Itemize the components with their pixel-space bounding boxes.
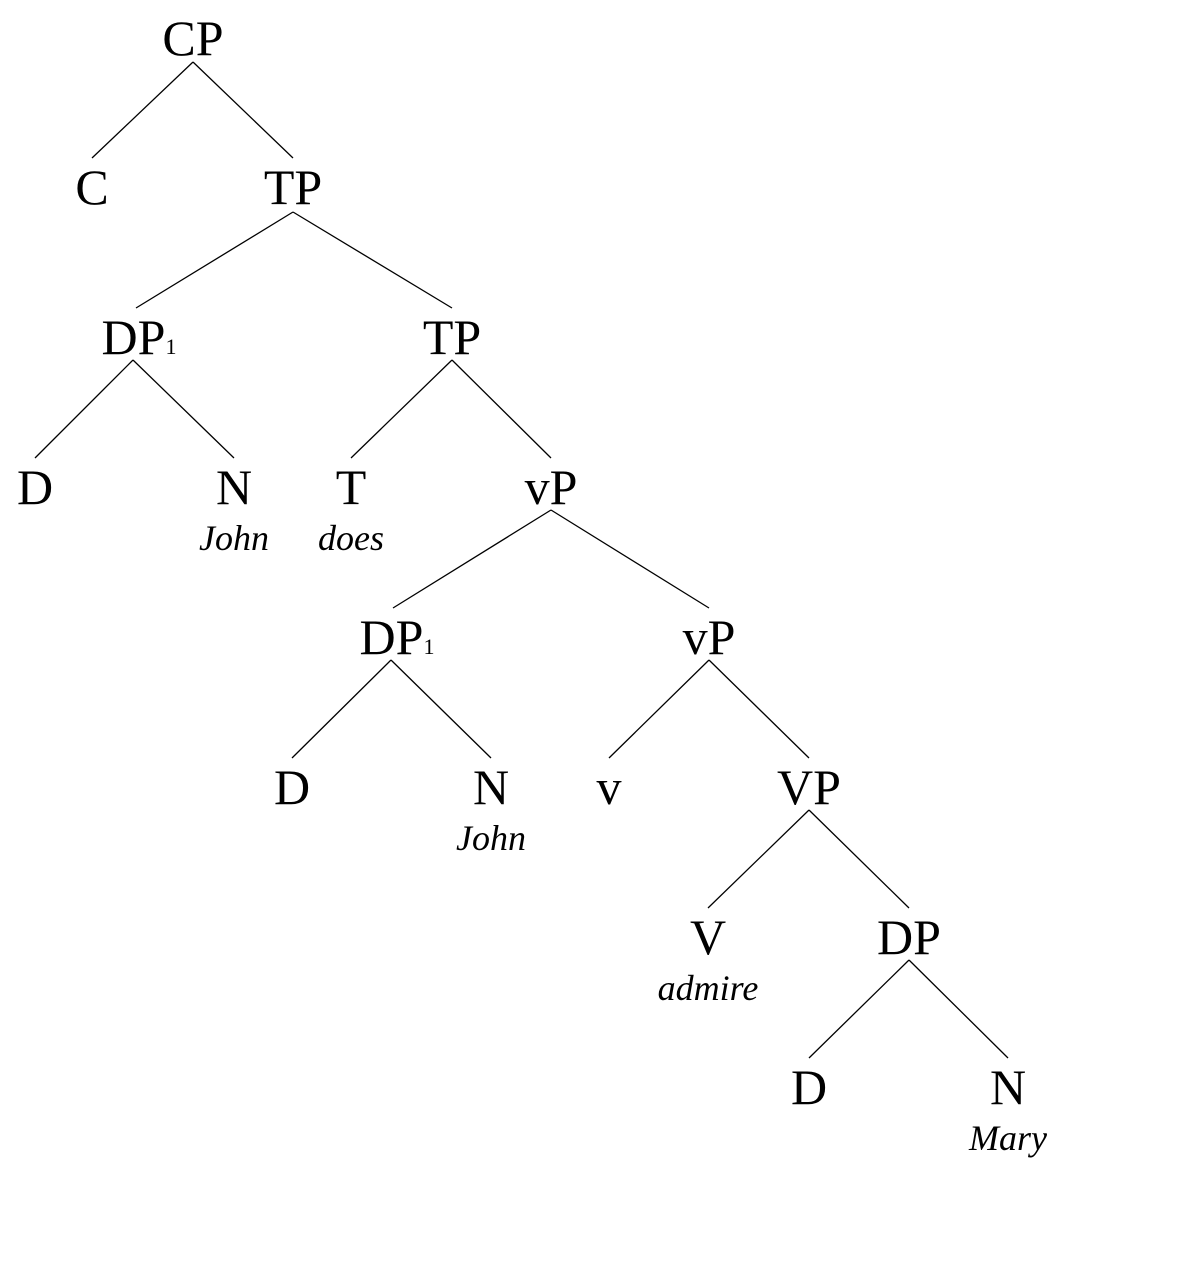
edge-dp2-n2 xyxy=(390,659,492,759)
edge-cp-c xyxy=(91,61,194,159)
edge-vp_big-v_big xyxy=(707,809,810,909)
terminal-word: John xyxy=(199,518,269,558)
edge-vp1-dp2 xyxy=(392,509,552,609)
node-c: C xyxy=(75,159,108,215)
tree-edges xyxy=(34,61,1009,1059)
node-label: N xyxy=(473,759,509,815)
terminal-word: admire xyxy=(658,968,759,1008)
node-label: TP xyxy=(264,159,322,215)
node-vp2: vP xyxy=(683,609,736,665)
edge-dp3-n3 xyxy=(908,959,1009,1059)
node-label: vP xyxy=(683,609,736,665)
node-label: VP xyxy=(777,759,841,815)
node-index: 1 xyxy=(423,634,434,659)
node-label: N xyxy=(990,1059,1026,1115)
node-label: D xyxy=(274,759,310,815)
edge-tp1-tp2 xyxy=(292,211,453,309)
node-label: T xyxy=(336,459,367,515)
node-label: D xyxy=(791,1059,827,1115)
node-label: DP xyxy=(877,909,941,965)
node-tp1: TP xyxy=(264,159,322,215)
node-v_small: v xyxy=(597,759,622,815)
edge-dp1-n1 xyxy=(132,359,235,459)
node-label: TP xyxy=(423,309,481,365)
node-label: C xyxy=(75,159,108,215)
node-dp2: DP1 xyxy=(360,609,435,665)
terminal-word: John xyxy=(456,818,526,858)
node-label: V xyxy=(690,909,726,965)
terminal-word: does xyxy=(318,518,384,558)
edge-vp1-vp2 xyxy=(550,509,710,609)
edge-vp2-v_small xyxy=(608,659,710,759)
edge-tp1-dp1 xyxy=(135,211,294,309)
node-vp_big: VP xyxy=(777,759,841,815)
edge-tp2-t xyxy=(350,359,453,459)
node-vp1: vP xyxy=(525,459,578,515)
node-d1: D xyxy=(17,459,53,515)
node-index: 1 xyxy=(165,334,176,359)
node-cp: CP xyxy=(162,10,223,66)
edge-vp2-vp_big xyxy=(708,659,810,759)
edge-dp2-d2 xyxy=(291,659,392,759)
node-d2: D xyxy=(274,759,310,815)
node-label: CP xyxy=(162,10,223,66)
edge-cp-tp1 xyxy=(192,61,294,159)
node-dp1: DP1 xyxy=(102,309,177,365)
edge-dp1-d1 xyxy=(34,359,134,459)
node-dp3: DP xyxy=(877,909,941,965)
node-tp2: TP xyxy=(423,309,481,365)
node-label: vP xyxy=(525,459,578,515)
node-label: v xyxy=(597,759,622,815)
node-d3: D xyxy=(791,1059,827,1115)
edge-dp3-d3 xyxy=(808,959,910,1059)
node-label: DP1 xyxy=(360,609,435,665)
node-label: D xyxy=(17,459,53,515)
terminal-word: Mary xyxy=(968,1118,1047,1158)
edge-tp2-vp1 xyxy=(451,359,552,459)
node-label: N xyxy=(216,459,252,515)
node-label: DP1 xyxy=(102,309,177,365)
edge-vp_big-dp3 xyxy=(808,809,910,909)
